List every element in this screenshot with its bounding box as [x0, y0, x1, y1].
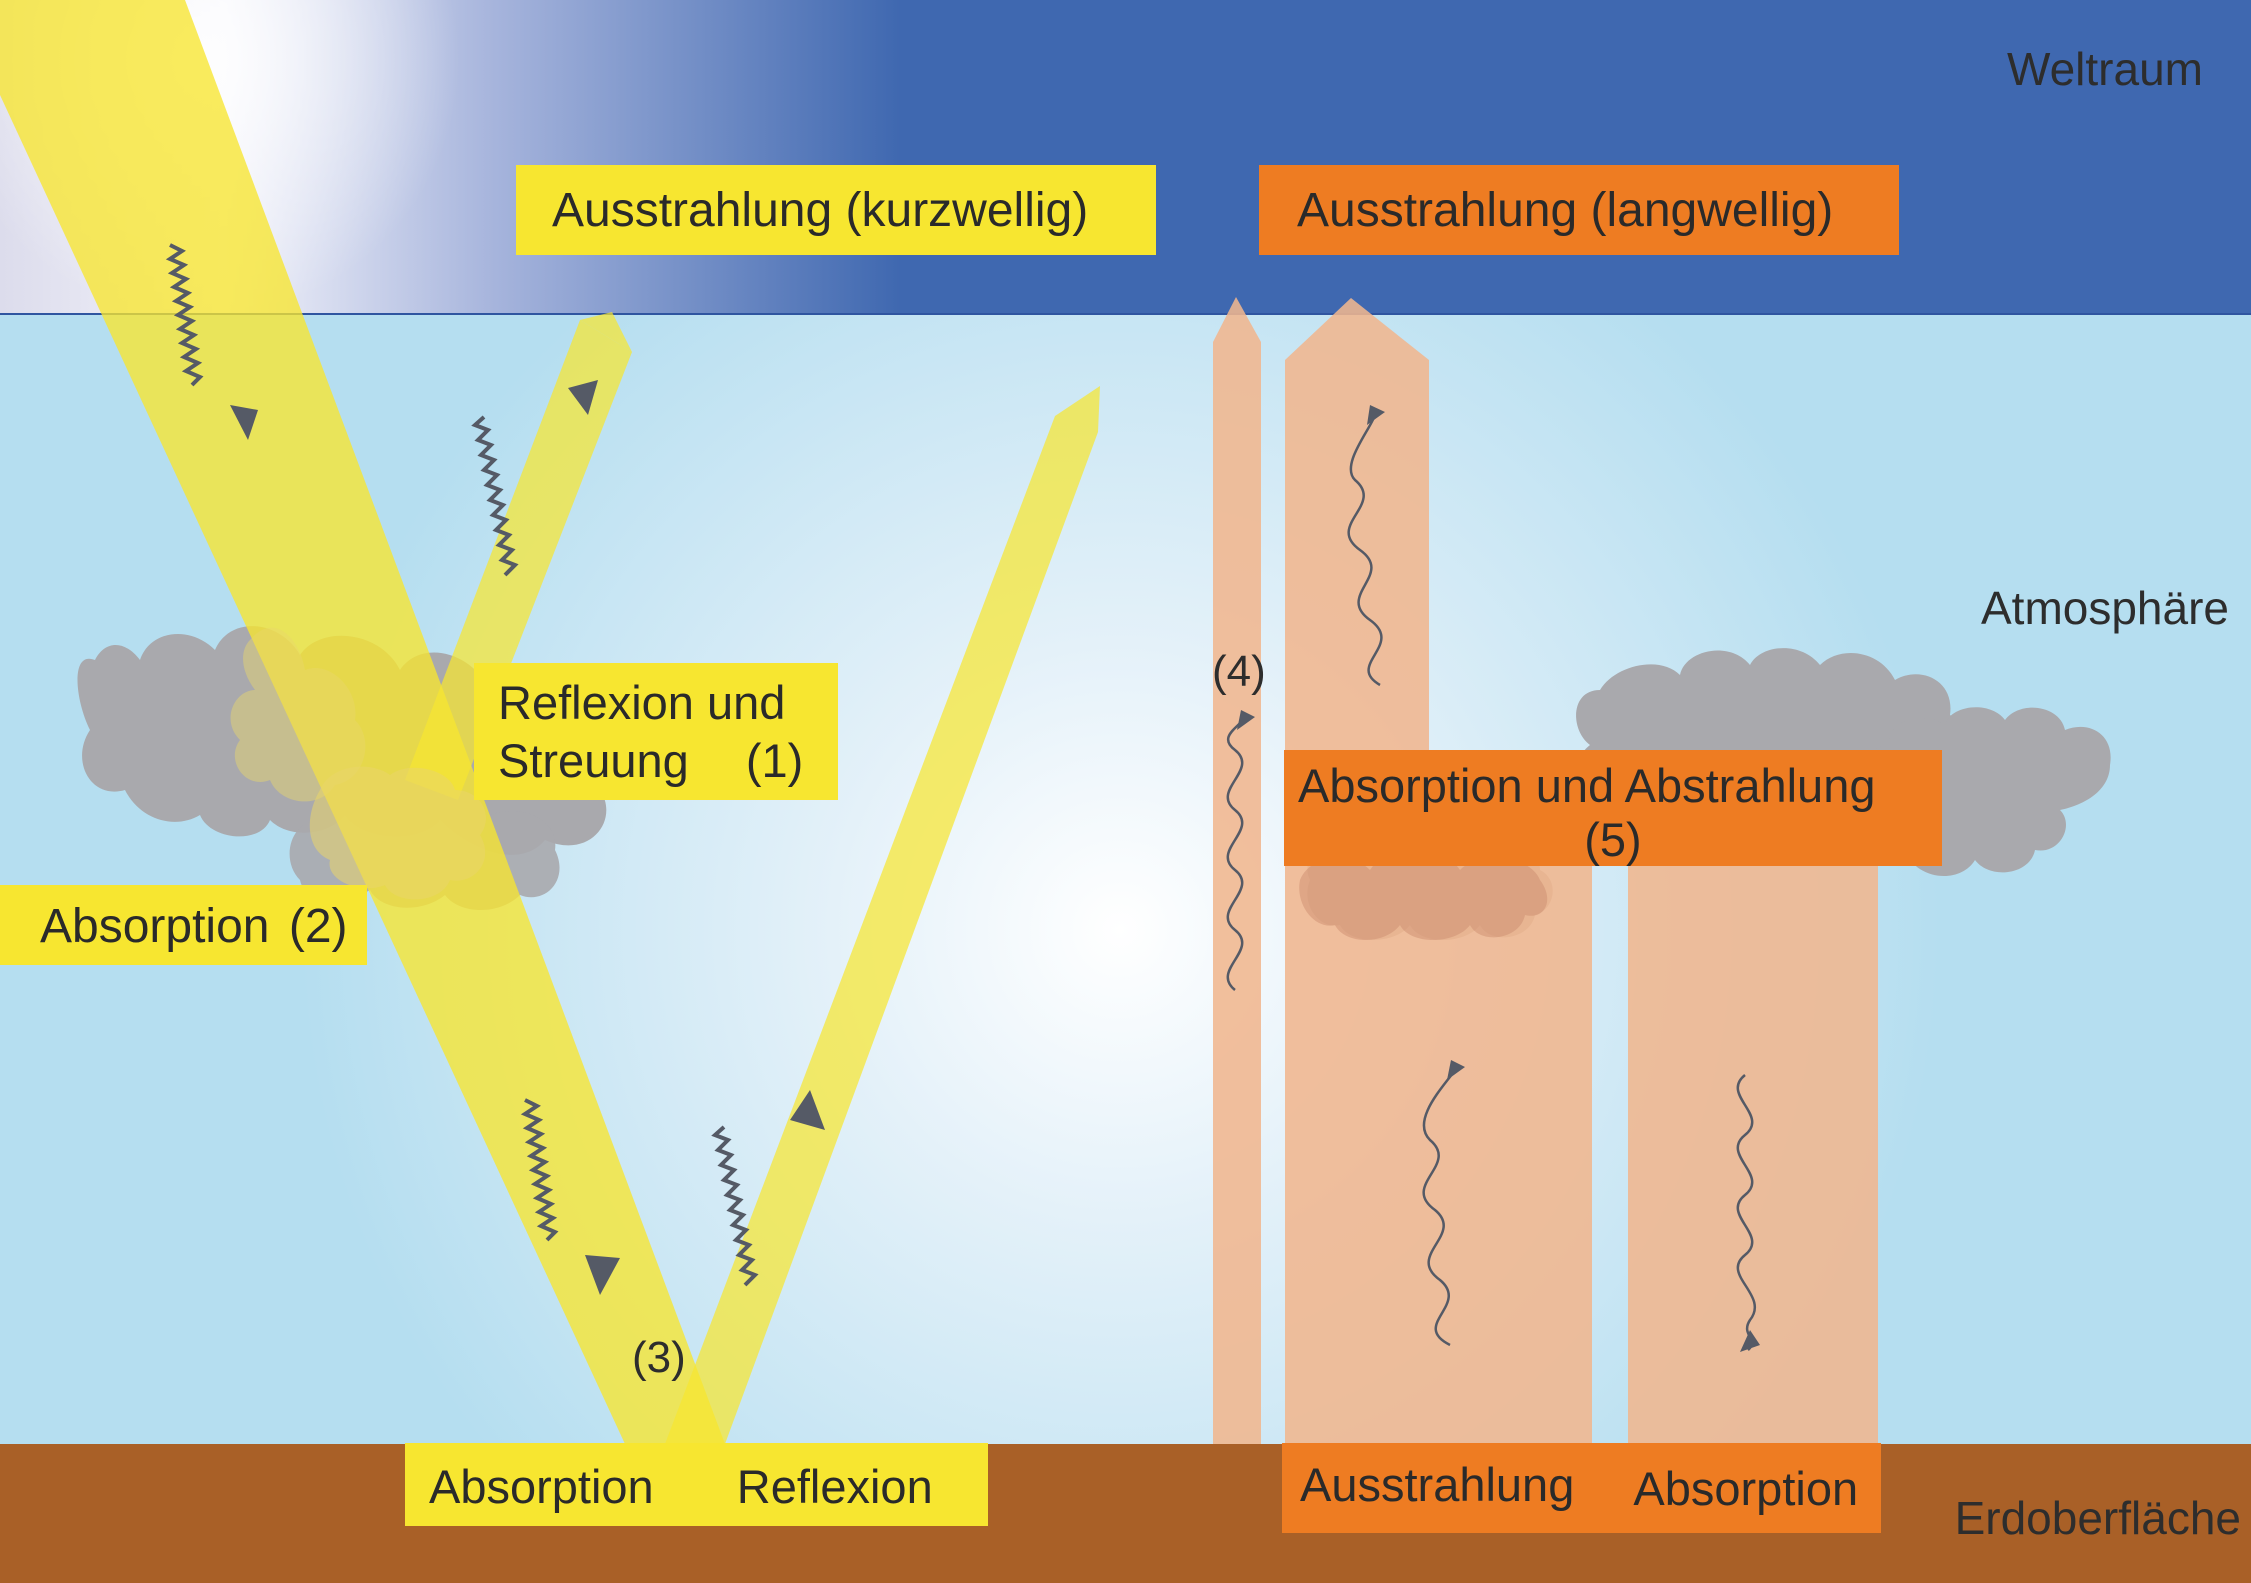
wavy-arrow-icon [165, 243, 759, 1287]
shortwave-outgoing-box: Ausstrahlung (kurzwellig) [516, 165, 1156, 255]
longwave-outgoing-label: Ausstrahlung (langwellig) [1297, 184, 1834, 237]
direct-emission-marker: (4) [1212, 647, 1266, 696]
reflection-scatter-number: (1) [745, 733, 804, 787]
ground-zone [0, 1444, 2251, 1583]
surface-absorption-label: Absorption [1633, 1462, 1859, 1515]
incoming-solar-beam [0, 0, 725, 1444]
shortwave-beams [0, 0, 1100, 1444]
reflection-scatter-line1: Reflexion und [498, 676, 786, 729]
space-label: Weltraum [2007, 43, 2203, 95]
cloud-shadow [1299, 847, 1548, 940]
atmospheric-absorption-number: (2) [288, 900, 348, 953]
reflection-scatter-box: Reflexion und Streuung (1) [474, 663, 838, 800]
atmospheric-absorption-label: Absorption [40, 900, 270, 953]
cloud-overlap [309, 766, 486, 900]
wavy-arrow-icon [1226, 414, 1757, 1351]
ground-shortwave-box: Absorption Reflexion [405, 1443, 988, 1526]
atmospheric-absorption-box: Absorption (2) [0, 885, 367, 965]
absorb-reemit-box: Absorption und Abstrahlung (5) [1284, 750, 1942, 866]
atmosphere-label: Atmosphäre [1980, 582, 2229, 634]
arrow-head-icon [230, 380, 825, 1295]
ground-reflection-label: Reflexion [736, 1460, 933, 1513]
reflected-beam-cloud [405, 320, 632, 800]
surface-label: Erdoberfläche [1954, 1492, 2241, 1544]
shortwave-outgoing-label: Ausstrahlung (kurzwellig) [552, 184, 1089, 237]
reflection-scatter-line2: Streuung [498, 733, 689, 787]
surface-emission-beam [1285, 752, 1592, 1444]
back-radiation-beam [1628, 752, 1878, 1444]
cloud-overlap-upper [230, 627, 366, 802]
ground-longwave-box: Ausstrahlung Absorption [1282, 1443, 1881, 1533]
absorb-reemit-line1: Absorption und Abstrahlung [1298, 759, 1876, 812]
upward-longwave-beam [1285, 298, 1429, 1444]
ground-absorption-label: Absorption [429, 1460, 654, 1513]
surface-emission-label: Ausstrahlung [1300, 1458, 1575, 1511]
longwave-beams [1213, 297, 1878, 1444]
arrow-head-icon [1237, 405, 1760, 1352]
absorb-reemit-line2: (5) [1584, 812, 1642, 866]
ground-process-marker: (3) [632, 1333, 686, 1382]
longwave-outgoing-box: Ausstrahlung (langwellig) [1259, 165, 1899, 255]
reflected-beam-ground [665, 386, 1100, 1444]
